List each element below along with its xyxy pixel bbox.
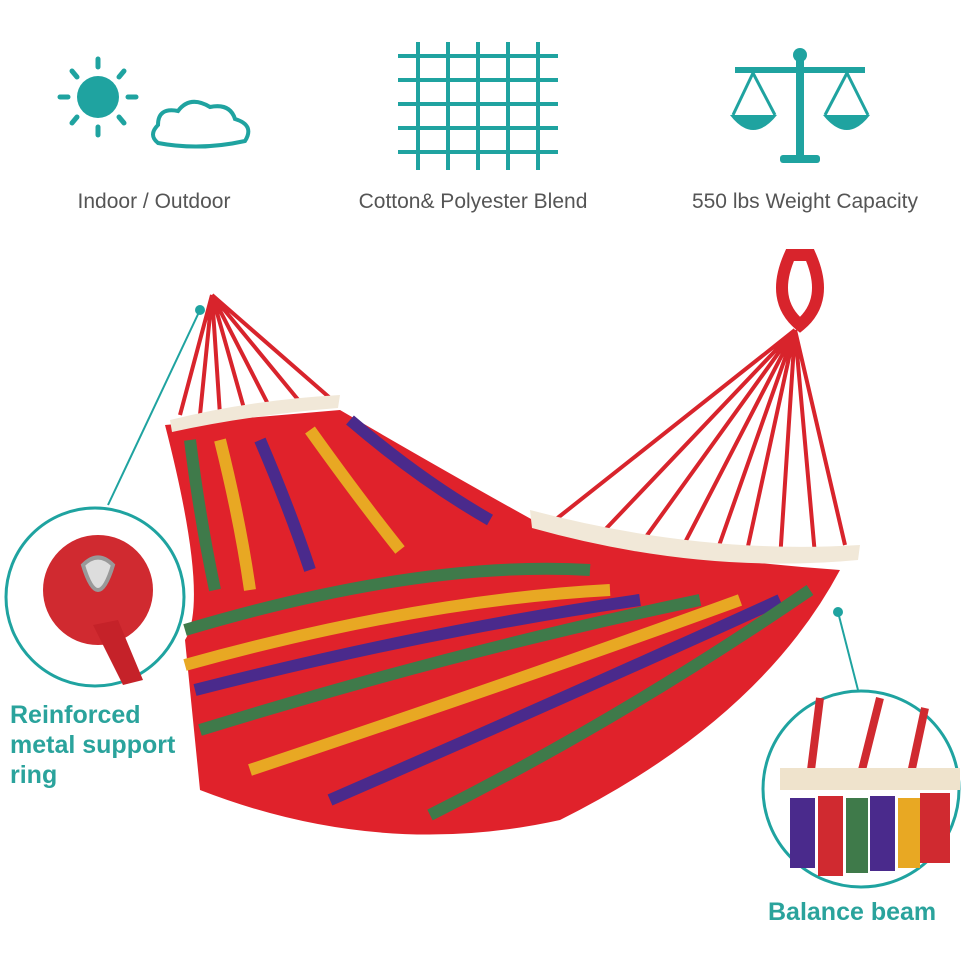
feature-label-material: Cotton& Polyester Blend <box>358 190 588 213</box>
scale-icon <box>730 48 870 163</box>
beam-callout-label: Balance beam <box>768 898 937 926</box>
beam-detail-circle <box>761 689 961 889</box>
feature-label-capacity: 550 lbs Weight Capacity <box>691 190 919 213</box>
ring-detail-circle <box>4 506 186 688</box>
weave-grid-icon <box>398 42 558 170</box>
feature-label-indoor-outdoor: Indoor / Outdoor <box>77 190 231 213</box>
ring-callout-line: Reinforced <box>10 701 141 729</box>
sun-cloud-icon <box>57 56 251 149</box>
ring-callout-line: metal support <box>10 731 176 759</box>
ring-callout-line: ring <box>10 761 58 789</box>
ring-callout-label: Reinforced metal support ring <box>10 700 175 790</box>
